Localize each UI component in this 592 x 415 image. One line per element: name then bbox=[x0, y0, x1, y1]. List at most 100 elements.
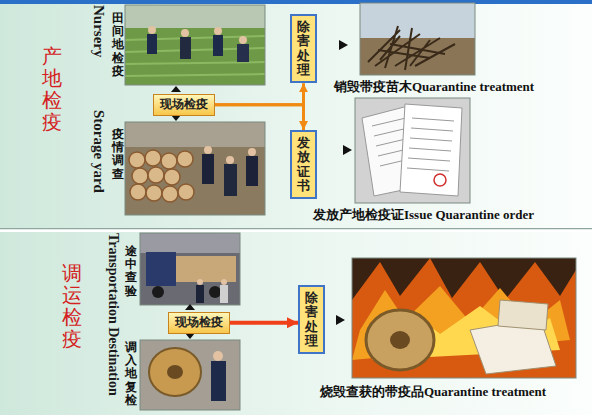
field-photo bbox=[181, 29, 189, 37]
log-yard-photo bbox=[129, 152, 145, 168]
box-text: 除害处理 bbox=[297, 20, 310, 77]
process-box: 除害处理 bbox=[298, 285, 325, 354]
truck-photo bbox=[209, 286, 221, 298]
pointer-triangle bbox=[171, 86, 181, 92]
step-name: 调入地复检 bbox=[125, 341, 137, 407]
divider bbox=[0, 230, 592, 233]
log-yard-photo bbox=[130, 184, 146, 200]
log-yard-photo bbox=[148, 167, 164, 183]
pointer-triangle bbox=[185, 333, 195, 339]
log-yard-photo bbox=[178, 184, 194, 200]
photo-caption: 销毁带疫苗木Quarantine treatment bbox=[334, 79, 534, 95]
step-name: 疫情调查 bbox=[112, 128, 124, 181]
site-name: Storage yard bbox=[90, 110, 108, 193]
field-photo bbox=[237, 44, 249, 62]
truck-photo bbox=[140, 233, 240, 305]
certificate-photo bbox=[355, 98, 470, 203]
truck-photo bbox=[140, 233, 240, 305]
log-yard-photo bbox=[125, 122, 265, 215]
log-yard-photo bbox=[204, 146, 212, 154]
log-yard-photo bbox=[125, 122, 265, 215]
pointer-triangle bbox=[171, 115, 181, 121]
flow-arrow bbox=[215, 105, 304, 130]
step-name: 田间地检疫 bbox=[112, 12, 124, 78]
reel-photo bbox=[140, 340, 240, 410]
truck-photo bbox=[152, 286, 164, 298]
burning-photo bbox=[498, 300, 548, 330]
site-name: Nursery bbox=[90, 5, 108, 58]
burning-photo bbox=[352, 258, 576, 378]
log-yard-photo bbox=[161, 153, 177, 169]
reel-photo bbox=[149, 348, 201, 396]
log-yard-photo bbox=[162, 186, 178, 202]
top-bar bbox=[0, 0, 592, 4]
field-photo bbox=[239, 36, 247, 44]
flow-arrow bbox=[230, 321, 298, 325]
burning-photo bbox=[390, 331, 410, 349]
reel-photo bbox=[167, 365, 183, 379]
certificate-photo bbox=[355, 98, 470, 203]
log-yard-photo bbox=[125, 122, 265, 215]
truck-photo bbox=[140, 233, 240, 305]
log-yard-photo bbox=[226, 156, 234, 164]
log-yard-photo bbox=[129, 150, 194, 202]
burning-photo bbox=[352, 258, 576, 378]
site-name: Transportation Destination bbox=[104, 233, 121, 396]
field-photo bbox=[125, 36, 265, 76]
burning-photo bbox=[352, 258, 576, 378]
reel-photo bbox=[140, 340, 240, 410]
log-yard-photo bbox=[125, 122, 265, 147]
box-text: 现场检疫 bbox=[160, 97, 208, 113]
section-title: 产地检疫 bbox=[42, 45, 62, 133]
log-yard-photo bbox=[202, 154, 214, 184]
section-ground bbox=[0, 232, 592, 415]
flow-arrow bbox=[215, 83, 304, 105]
pointer-triangle bbox=[343, 145, 352, 155]
burned-seedlings-photo bbox=[360, 3, 475, 75]
burned-seedlings-photo bbox=[368, 26, 455, 70]
process-box: 现场检疫 bbox=[168, 312, 230, 334]
certificate-photo bbox=[355, 98, 470, 203]
section-ground bbox=[0, 0, 592, 229]
log-yard-photo bbox=[177, 151, 193, 167]
truck-photo bbox=[140, 233, 240, 253]
log-yard-photo bbox=[248, 148, 256, 156]
truck-photo bbox=[197, 279, 203, 285]
burned-seedlings-photo bbox=[360, 3, 475, 75]
truck-photo bbox=[146, 252, 176, 286]
pointer-triangle bbox=[185, 304, 195, 310]
field-photo bbox=[148, 26, 156, 34]
field-photo bbox=[125, 5, 265, 85]
step-name: 途中查验 bbox=[125, 245, 137, 298]
box-text: 发放证书 bbox=[297, 136, 310, 193]
field-photo bbox=[180, 37, 191, 59]
truck-photo bbox=[196, 285, 204, 303]
truck-photo bbox=[221, 279, 227, 285]
log-yard-photo bbox=[246, 156, 258, 186]
field-photo bbox=[125, 5, 265, 85]
process-box: 除害处理 bbox=[290, 14, 317, 83]
certificate-photo bbox=[407, 118, 454, 171]
burning-photo bbox=[366, 310, 434, 370]
log-yard-photo bbox=[224, 164, 237, 196]
reel-photo bbox=[140, 340, 240, 410]
divider bbox=[0, 228, 592, 230]
log-yard-photo bbox=[146, 185, 162, 201]
process-box: 现场检疫 bbox=[153, 94, 215, 116]
truck-photo bbox=[176, 256, 236, 282]
log-yard-photo bbox=[132, 168, 148, 184]
truck-photo bbox=[220, 285, 228, 303]
process-box: 发放证书 bbox=[290, 130, 317, 199]
pointer-triangle bbox=[339, 40, 348, 50]
burning-photo bbox=[352, 258, 576, 378]
log-yard-photo bbox=[145, 150, 161, 166]
box-text: 现场检疫 bbox=[175, 315, 223, 331]
photo-caption: 烧毁查获的带疫品Quarantine treatment bbox=[320, 384, 546, 400]
field-photo bbox=[125, 28, 265, 85]
certificate-photo bbox=[434, 174, 446, 186]
log-yard-photo bbox=[164, 169, 180, 185]
photo-caption: 发放产地检疫证Issue Quarantine order bbox=[313, 207, 534, 223]
reel-photo bbox=[213, 351, 223, 361]
pointer-triangle bbox=[336, 315, 345, 325]
field-photo bbox=[213, 35, 223, 56]
